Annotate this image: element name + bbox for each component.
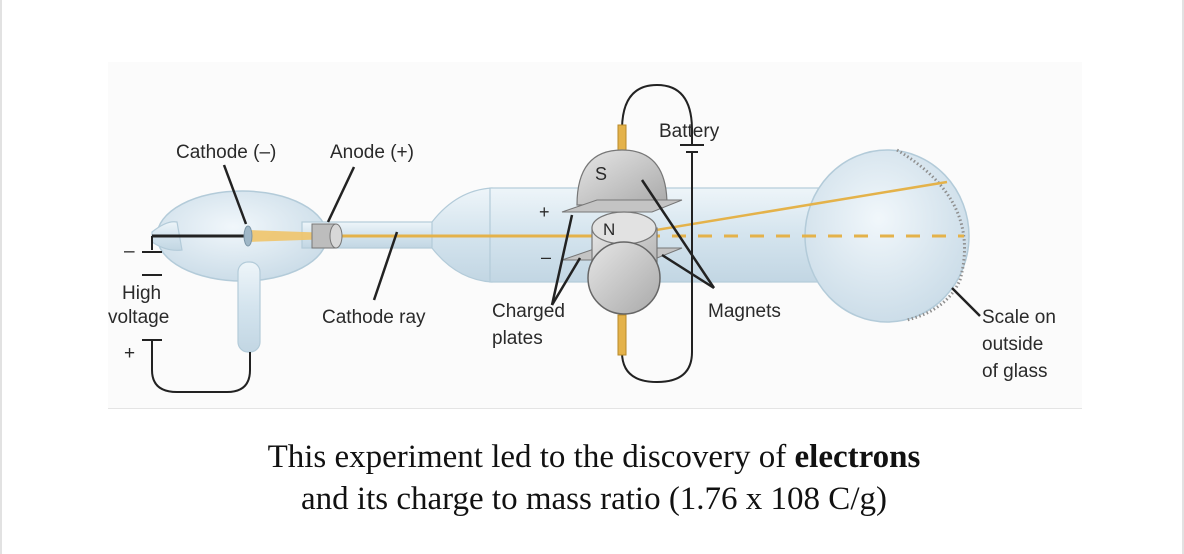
magnet-s xyxy=(576,149,668,206)
hv-minus-label: – xyxy=(124,241,135,262)
charged-plates-label-line1: Charged xyxy=(492,301,565,322)
high-voltage-label-line1: High xyxy=(122,283,162,304)
battery-label: Battery xyxy=(659,121,720,142)
scale-label-line2: outside xyxy=(982,334,1044,355)
slide-caption: This experiment led to the discovery of … xyxy=(2,436,1184,520)
plate-plus-label: + xyxy=(539,202,550,222)
hv-plus-label: + xyxy=(124,343,136,364)
cathode-label: Cathode (–) xyxy=(176,142,277,163)
caption-line-1: This experiment led to the discovery of … xyxy=(2,436,1184,478)
scale-label-line3: of glass xyxy=(982,361,1048,382)
caption-bold-term: electrons xyxy=(794,439,921,475)
high-voltage-circuit xyxy=(142,234,251,393)
anode-label: Anode (+) xyxy=(330,142,414,163)
magnet-n xyxy=(587,211,661,315)
caption-line-1-text: This experiment led to the discovery of xyxy=(267,439,795,475)
scale-label-line1: Scale on xyxy=(982,307,1056,328)
anode xyxy=(311,223,343,249)
plate-minus-label: – xyxy=(541,247,552,267)
magnet-n-label: N xyxy=(603,220,616,239)
charged-plates-label-line2: plates xyxy=(492,328,543,349)
cathode-ray-label: Cathode ray xyxy=(322,307,426,328)
magnet-s-label: S xyxy=(595,164,608,184)
caption-line-2: and its charge to mass ratio (1.76 x 108… xyxy=(301,481,887,517)
leader-lines xyxy=(222,164,981,317)
cathode xyxy=(243,225,253,247)
magnets-label: Magnets xyxy=(708,301,781,322)
high-voltage-label-line2: voltage xyxy=(108,307,170,328)
